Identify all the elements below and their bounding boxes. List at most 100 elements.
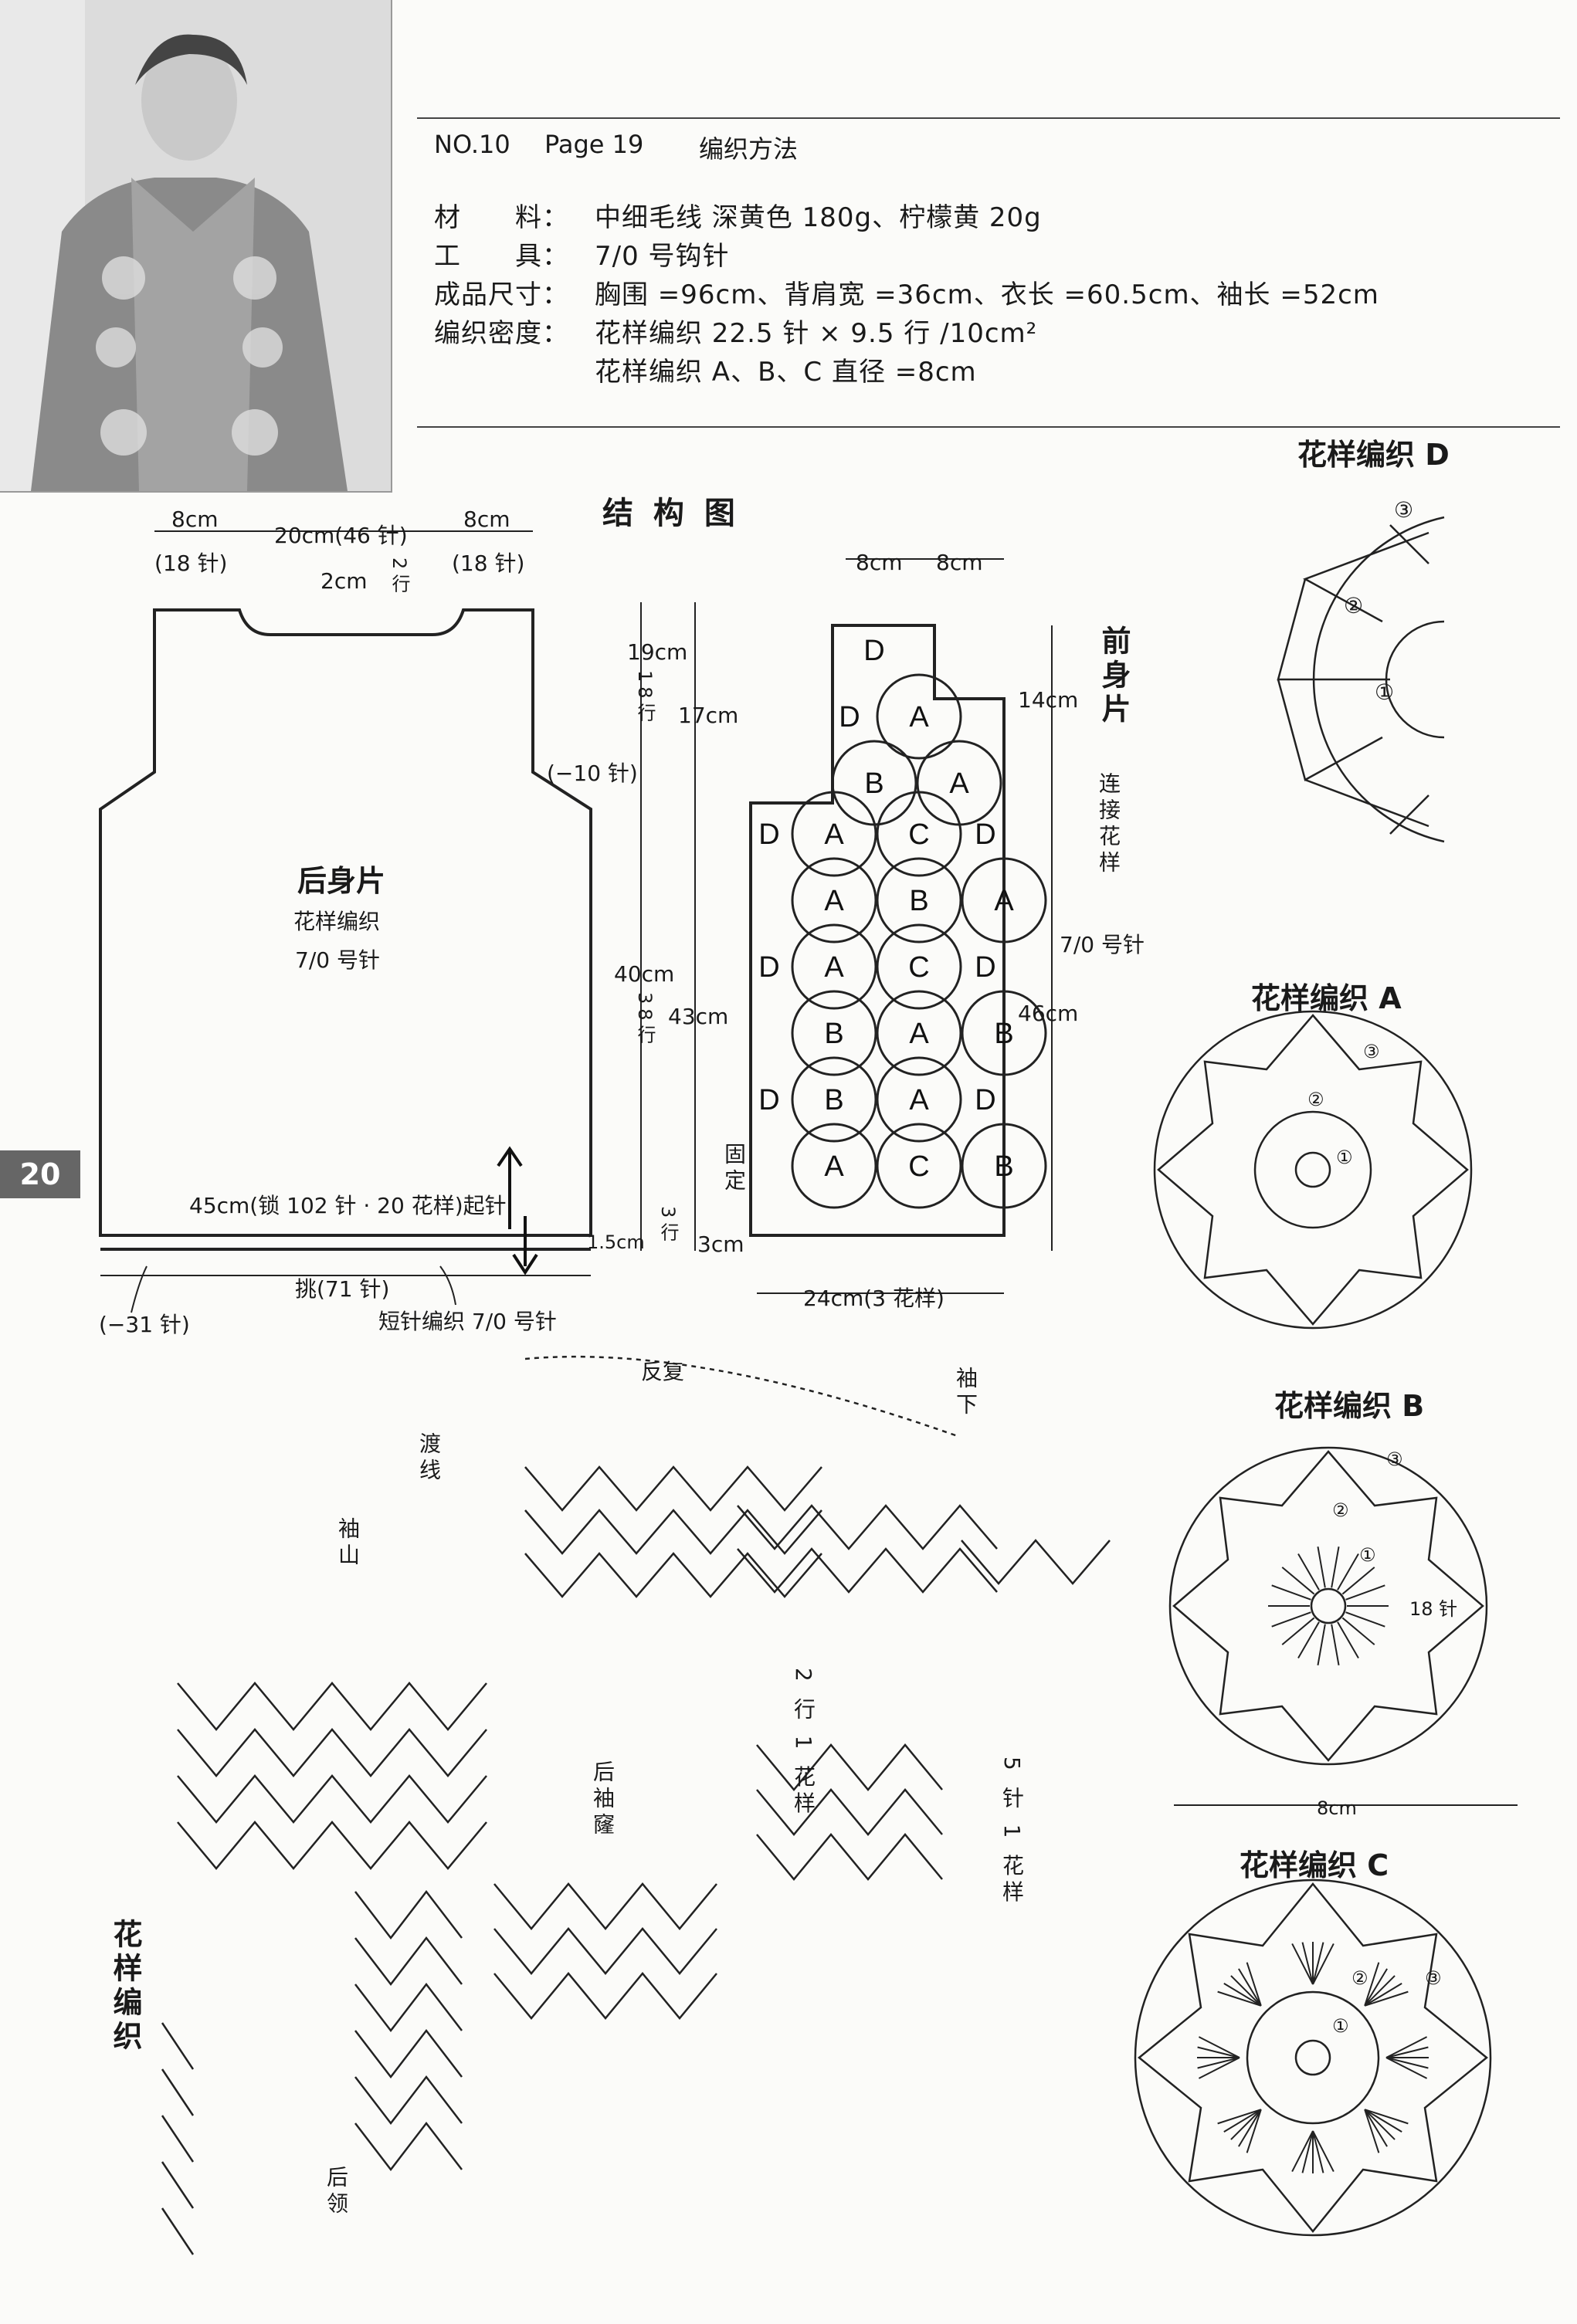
back-body-h: 43cm [668,1004,729,1029]
motif-c-fan-stitch [1217,1990,1262,2007]
chart-lattice-row [354,2028,463,2079]
front-motif-label: D [839,701,860,733]
chart-lattice-row [524,1509,822,1555]
front-motif-label: D [975,818,995,851]
front-motif-label: D [758,818,779,851]
chart-lattice-row [161,2068,195,2116]
motif-d-diagram [1277,516,1445,843]
back-edging: 短针编织 7/0 号针 [378,1309,557,1334]
back-top-right-st: (18 针) [452,551,525,576]
motif-a-title: 花样编织 A [1251,981,1402,1015]
chart-lattice-row [493,1927,717,1975]
motif-b-spoke [1341,1567,1375,1595]
motif-c-fan-stitch [1385,2057,1429,2069]
front-motif-label: B [994,1018,1013,1050]
chart-lattice-row [524,1465,822,1512]
motif-c-fan-stitch [1198,2036,1240,2058]
motif-c-fan-stitch [1364,1968,1388,2007]
motif-c-fan-stitch [1217,2109,1262,2125]
chart-repeat-rows: 2 行 1 花样 [791,1668,816,1818]
motif-b-title: 花样编织 B [1274,1389,1425,1423]
chart-back-armhole: 后袖窿 [590,1760,616,1839]
motif-c-title: 花样编织 C [1240,1848,1389,1882]
chart-lattice-row [354,2121,463,2172]
motif-c-fan-stitch [1364,2109,1402,2133]
front-motif-label: A [824,885,844,917]
chart-lattice-row [737,1547,998,1594]
front-motif-label: D [758,1084,779,1116]
chart-lattice-row [756,1833,943,1881]
front-hook: 7/0 号针 [1060,932,1145,957]
spec-label-gauge: 编织密度： [434,318,569,349]
motif-d-mark-2: ② [1344,593,1364,618]
motif-a-mark-3: ③ [1363,1041,1380,1062]
motif-c-fan-stitch [1364,2109,1380,2153]
chart-lattice-row [961,1539,1111,1585]
back-upper-h: 19cm [627,639,688,665]
front-motif-circle [961,1123,1047,1209]
motif-c-fan-stitch [1246,2109,1262,2153]
motif-b-spoke [1345,1611,1385,1628]
chart-back-neck: 后领 [324,2166,349,2218]
back-title: 后身片 [297,864,386,898]
motif-c-fan-stitch [1385,2036,1428,2058]
front-motif-label: A [994,885,1014,917]
front-motif-circle [876,923,962,1010]
motif-b-spoke [1317,1624,1326,1665]
front-join: 连接花样 [1096,772,1121,877]
motif-b-spoke [1271,1584,1311,1601]
motif-c-fan-stitch [1197,2046,1240,2058]
chart-lattice-row [756,1788,943,1836]
chart-lattice-row [177,1821,487,1870]
back-neck: 2cm [320,568,368,594]
front-motif-label: C [908,818,929,851]
chart-lattice-row [737,1504,998,1550]
front-upper-h: 14cm [1018,687,1079,713]
motif-c-fan-stitch [1364,2109,1409,2125]
motif-b-mark-1: ① [1359,1544,1376,1566]
spec-value-tool: 7/0 号钩针 [595,241,730,272]
chart-lattice-row [354,2075,463,2126]
motif-c-fan-stitch [1312,2130,1324,2173]
motif-b-spoke [1337,1621,1359,1659]
motif-b-spoke [1345,1584,1385,1601]
front-width: 24cm(3 花样) [803,1286,945,1311]
front-motif-label: D [863,635,884,667]
front-motif-label: A [824,1150,844,1183]
chart-lattice-row [161,2022,195,2070]
back-top-mid: 20cm(46 针) [274,523,408,548]
back-lower-h: 40cm [614,961,675,987]
motif-b-spoke [1331,1547,1340,1588]
motif-c-diagram [1134,1879,1492,2237]
front-motif-circle [961,990,1047,1076]
motif-c-fan-stitch [1364,1962,1380,2007]
chart-lattice-row [177,1774,487,1824]
motif-b-diagram [1168,1446,1488,1766]
motif-a-diagram [1153,1010,1473,1330]
front-motif-circle [876,1123,962,1209]
motif-c-fan-stitch [1246,1962,1262,2007]
motif-c-fan-stitch [1364,2109,1388,2147]
spec-label-tool: 工 具： [434,241,569,272]
front-motif-circle [791,791,877,877]
motif-b-mark-2: ② [1332,1499,1349,1521]
motif-c-fan-stitch [1198,2057,1240,2079]
motif-b-mark-3: ③ [1386,1448,1403,1470]
motif-c-mark-2: ② [1351,1967,1368,1989]
chart-lattice-row [354,1936,463,1987]
pattern-number: NO.10 [434,130,510,159]
front-motif-label: A [824,951,844,984]
motif-b-spoke [1281,1617,1315,1645]
motif-b-spoke [1297,1553,1320,1591]
stitch-chart [161,1355,1111,2255]
front-motif-label: D [975,951,995,984]
motif-b-spoke [1271,1611,1311,1628]
chart-lattice-row [756,1743,943,1791]
front-motif-label: A [909,1084,929,1116]
motif-b-spoke [1281,1567,1315,1595]
front-motif-circle [791,990,877,1076]
front-motif-label: B [824,1084,843,1116]
back-armhole: 17cm [678,703,739,728]
motif-c-fan-stitch [1312,1942,1324,1985]
model-figure [0,0,391,491]
